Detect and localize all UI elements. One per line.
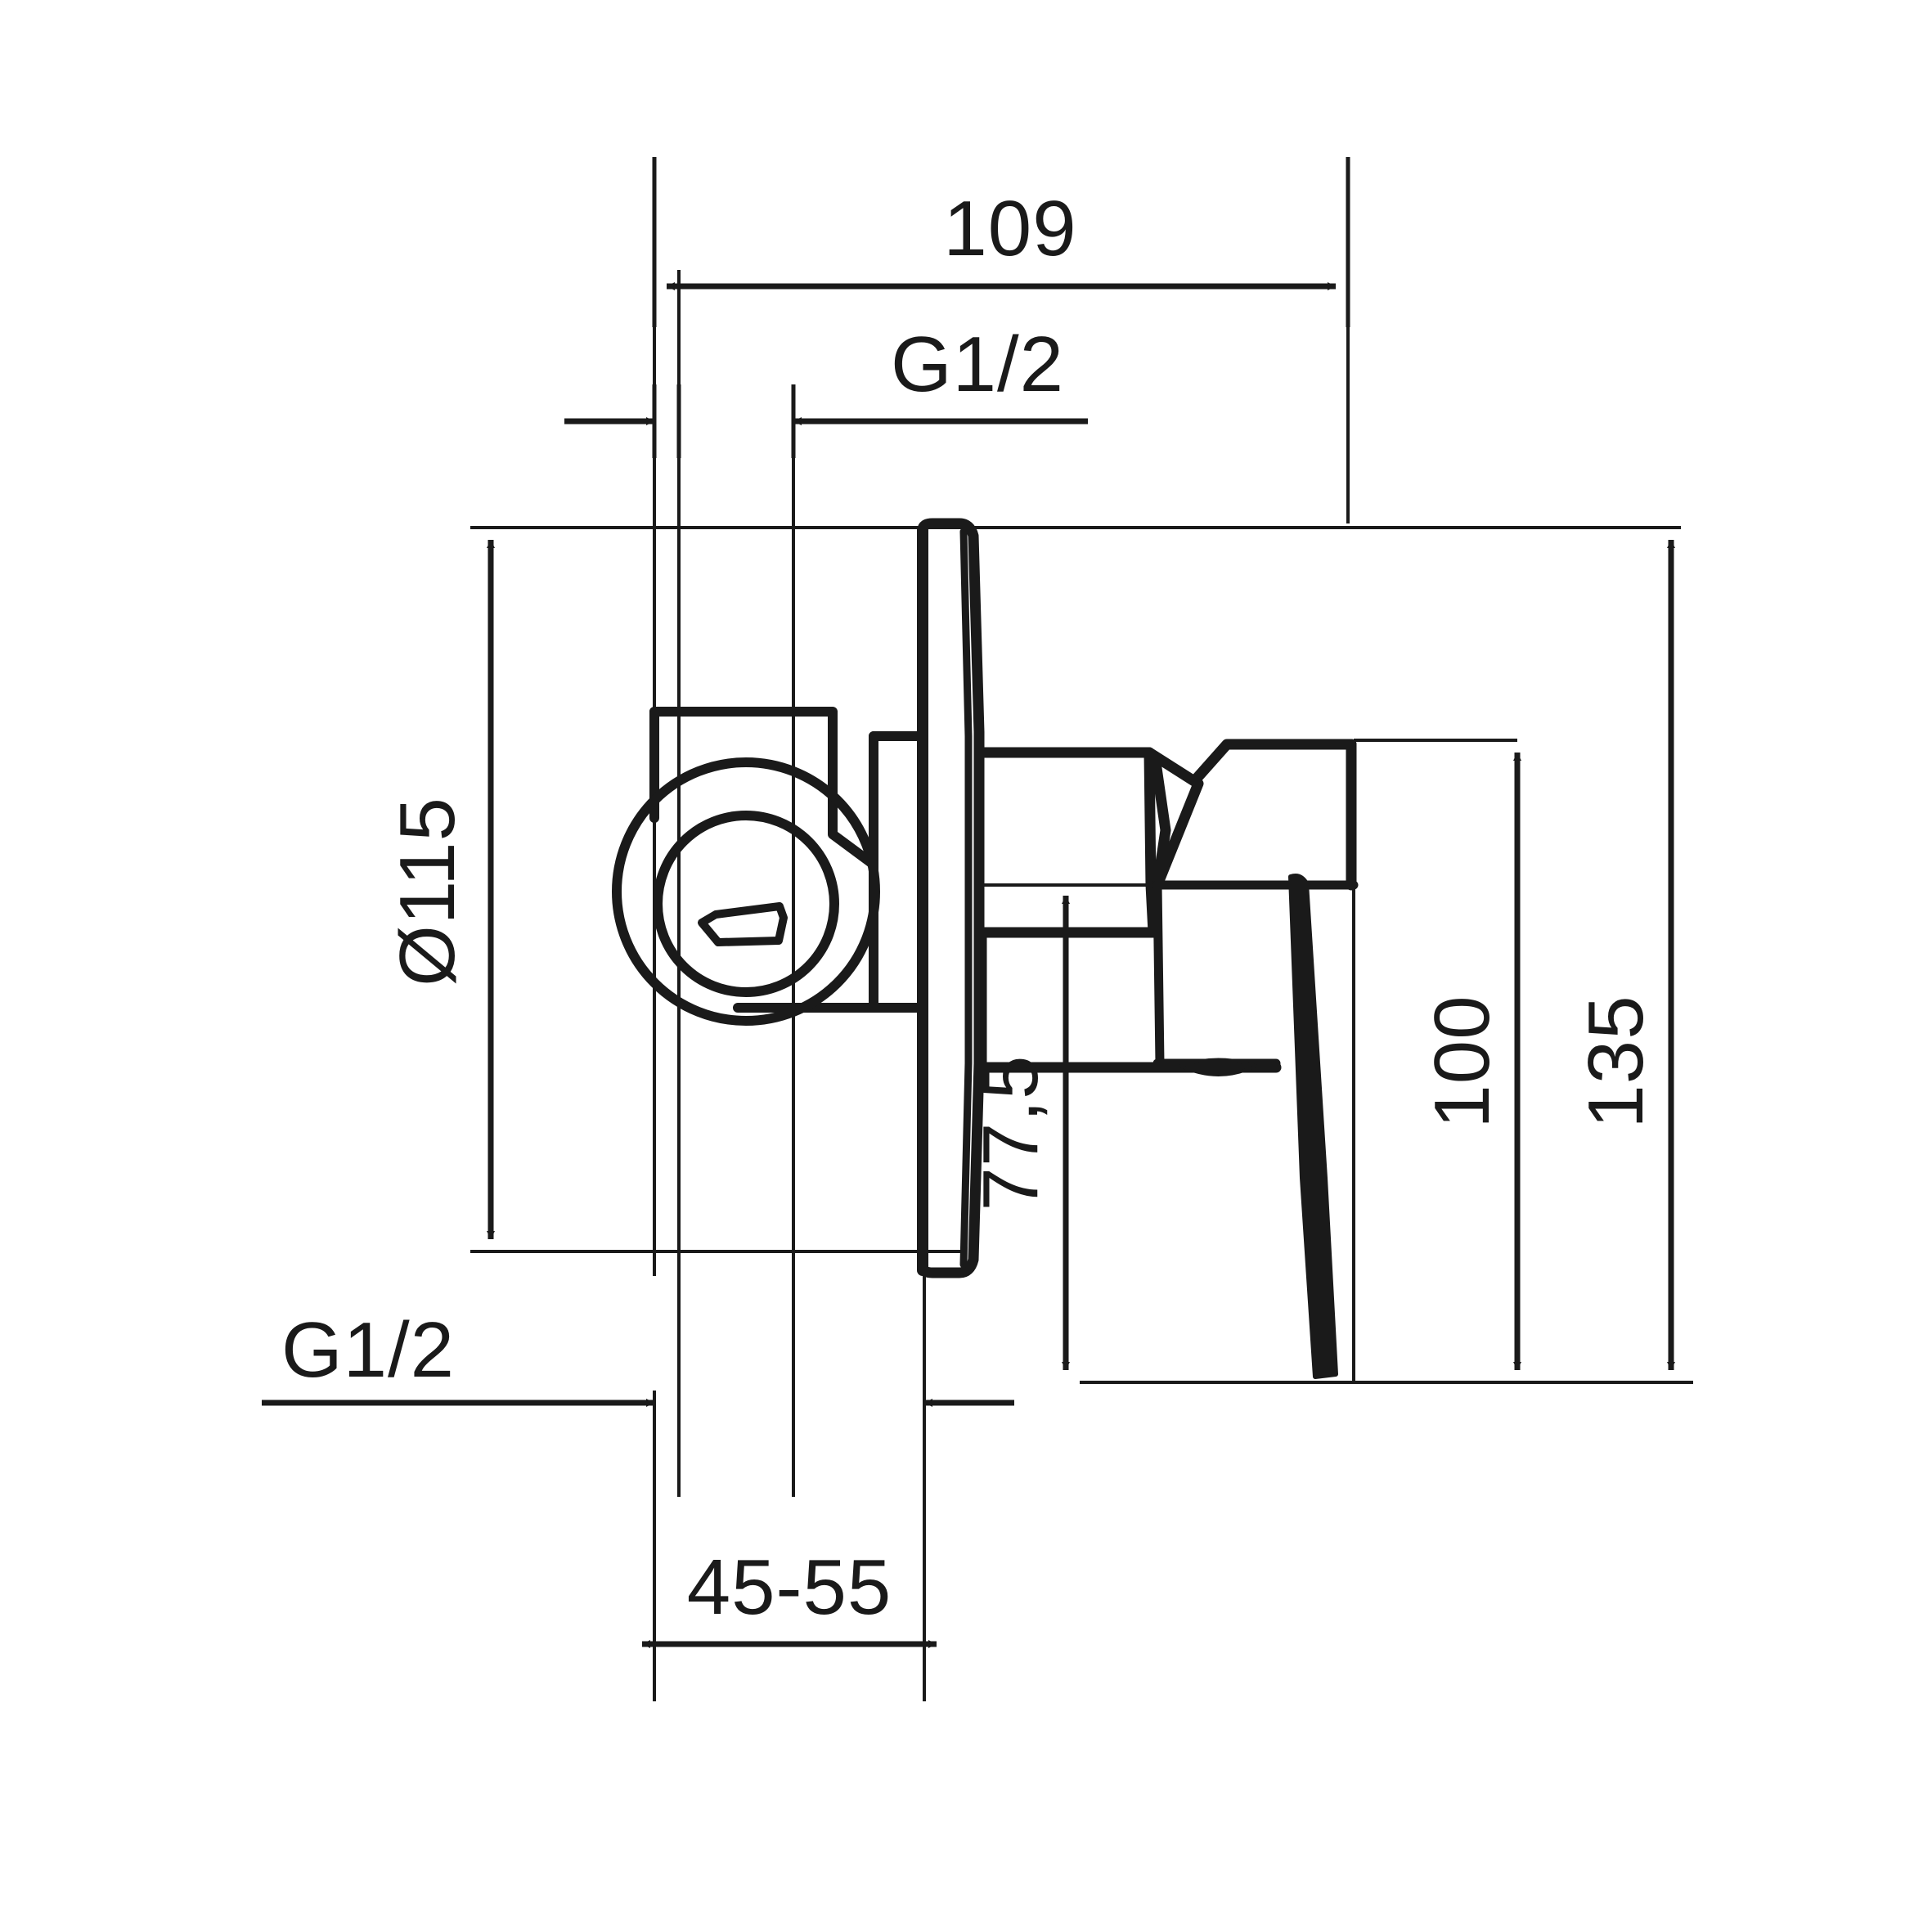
- dimension-diameter-115: Ø115: [384, 540, 495, 1239]
- escutcheon-plate-inner-line: [959, 528, 973, 1269]
- valve-outer-circle: [612, 757, 880, 1026]
- dimension-label-diameter-115: Ø115: [384, 797, 471, 986]
- mixer-body-shoulder: [1143, 739, 1357, 787]
- dimension-label-109: 109: [943, 185, 1076, 272]
- valve-key-slot: [698, 902, 788, 946]
- dimension-label-77-5: 77,5: [967, 1055, 1054, 1211]
- dimension-45-55: 45-55: [642, 1543, 937, 1648]
- dimension-135: 135: [1572, 540, 1675, 1370]
- mixer-body-outline: [973, 747, 1159, 938]
- handle-housing: [1152, 880, 1359, 1072]
- valve-inner-circle: [653, 811, 839, 997]
- lever-handle: [1288, 874, 1338, 1379]
- dimension-100: 100: [1418, 753, 1521, 1370]
- dimension-77-5: 77,5: [967, 896, 1070, 1370]
- dimension-label-g12-bottom: G1/2: [281, 1306, 455, 1394]
- valve-neck: [869, 731, 925, 1013]
- dimension-label-45-55: 45-55: [687, 1543, 892, 1631]
- mixer-valve-geometry: [612, 518, 1359, 1379]
- handle-housing-bottom: [976, 927, 1282, 1073]
- mixer-body-bevel-outer: [1152, 778, 1204, 891]
- dimension-109: 109: [652, 157, 1350, 327]
- dimension-label-100: 100: [1418, 995, 1506, 1128]
- dimension-g12-top: G1/2: [564, 321, 1088, 458]
- dimension-g12-bottom: G1/2: [262, 1306, 1014, 1407]
- valve-neck-body: [874, 736, 923, 1008]
- inlet-elbow-block: [649, 707, 878, 869]
- handle-detail-lens: [1179, 1058, 1257, 1076]
- dimension-label-g12-top: G1/2: [891, 321, 1064, 408]
- dimension-label-135: 135: [1572, 995, 1660, 1128]
